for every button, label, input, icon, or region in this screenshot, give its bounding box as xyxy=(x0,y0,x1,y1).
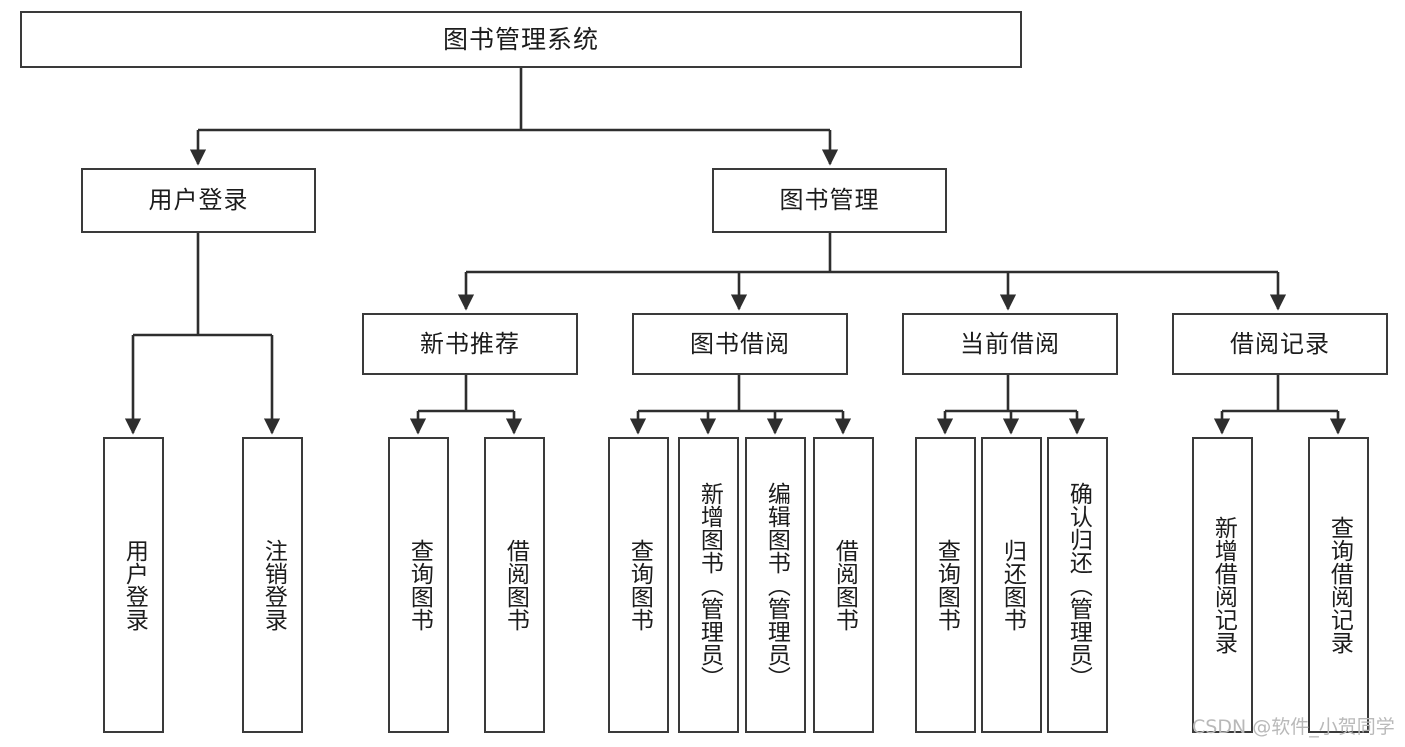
node-book-borrow[interactable]: 图书借阅 xyxy=(632,313,848,375)
node-label: 确认归还（管理员） xyxy=(1065,481,1092,689)
node-label: 归还图书 xyxy=(999,539,1026,631)
node-label: 当前借阅 xyxy=(960,329,1060,358)
node-leaf-add-book[interactable]: 新增图书（管理员） xyxy=(678,437,739,733)
node-label: 用户登录 xyxy=(148,186,249,215)
node-user-login[interactable]: 用户登录 xyxy=(81,168,316,233)
node-leaf-confirm-return[interactable]: 确认归还（管理员） xyxy=(1047,437,1108,733)
node-borrow-record[interactable]: 借阅记录 xyxy=(1172,313,1388,375)
node-label: 图书借阅 xyxy=(690,329,790,358)
node-leaf-user-login[interactable]: 用户登录 xyxy=(103,437,164,733)
node-book-manage[interactable]: 图书管理 xyxy=(712,168,947,233)
node-label: 查询借阅记录 xyxy=(1326,516,1353,654)
node-label: 编辑图书（管理员） xyxy=(763,481,790,689)
node-label: 新增图书（管理员） xyxy=(696,481,723,689)
node-leaf-add-record[interactable]: 新增借阅记录 xyxy=(1192,437,1253,733)
node-leaf-query-book-2[interactable]: 查询图书 xyxy=(608,437,669,733)
node-leaf-borrow-book-1[interactable]: 借阅图书 xyxy=(484,437,545,733)
node-leaf-return-book[interactable]: 归还图书 xyxy=(981,437,1042,733)
node-leaf-query-book-1[interactable]: 查询图书 xyxy=(388,437,449,733)
node-leaf-query-record[interactable]: 查询借阅记录 xyxy=(1308,437,1369,733)
node-label: 借阅记录 xyxy=(1230,329,1330,358)
node-leaf-edit-book[interactable]: 编辑图书（管理员） xyxy=(745,437,806,733)
node-label: 查询图书 xyxy=(406,539,433,631)
node-leaf-logout-login[interactable]: 注销登录 xyxy=(242,437,303,733)
node-label: 图书管理系统 xyxy=(442,24,599,54)
csdn-watermark: CSDN @软件_小贺同学 xyxy=(1192,716,1395,738)
node-label: 借阅图书 xyxy=(502,539,529,631)
node-label: 注销登录 xyxy=(260,539,287,631)
node-label: 用户登录 xyxy=(121,539,148,631)
node-current-borrow[interactable]: 当前借阅 xyxy=(902,313,1118,375)
node-label: 查询图书 xyxy=(626,539,653,631)
node-label: 图书管理 xyxy=(779,186,880,215)
node-leaf-borrow-book-2[interactable]: 借阅图书 xyxy=(813,437,874,733)
node-label: 借阅图书 xyxy=(831,539,858,631)
node-label: 新增借阅记录 xyxy=(1210,516,1237,654)
node-label: 新书推荐 xyxy=(420,329,520,358)
node-new-book-recommend[interactable]: 新书推荐 xyxy=(362,313,578,375)
node-leaf-query-book-3[interactable]: 查询图书 xyxy=(915,437,976,733)
node-root-book-management-system[interactable]: 图书管理系统 xyxy=(20,11,1022,68)
node-label: 查询图书 xyxy=(933,539,960,631)
